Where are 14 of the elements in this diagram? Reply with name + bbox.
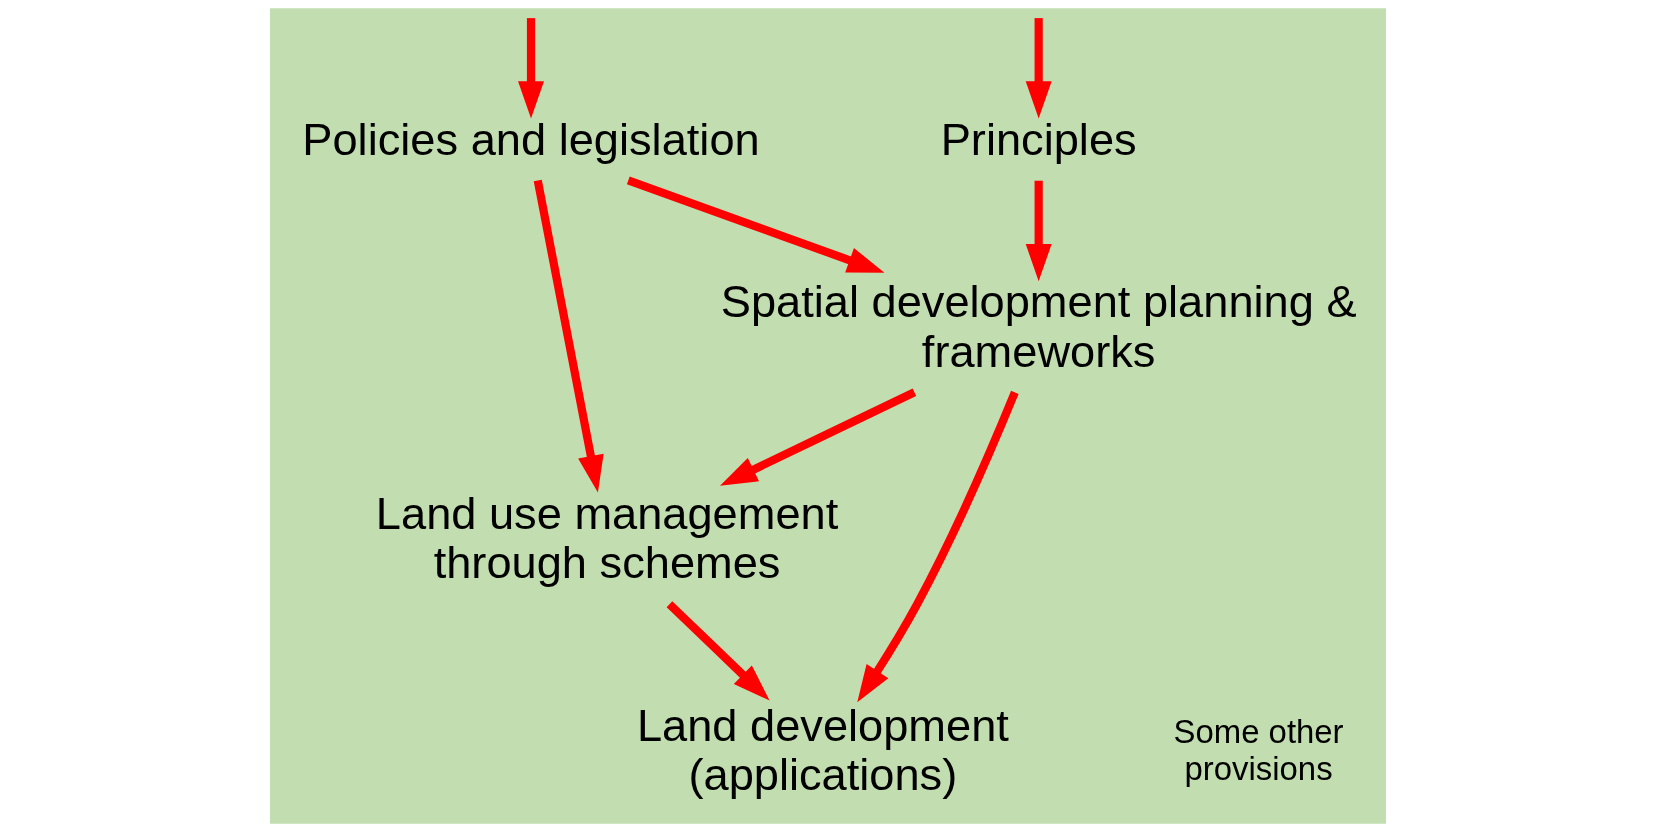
arrow: [1025, 180, 1052, 282]
arrow: [666, 601, 770, 701]
arrow: [856, 390, 1019, 703]
node-text: Spatial development planning & frameworks: [720, 276, 1357, 377]
label: Some other provisions: [1173, 713, 1344, 788]
arrow: [719, 388, 916, 486]
node-text: Land development (applications): [636, 699, 1009, 800]
arrow: [517, 18, 544, 119]
node-text: Land use management through schemes: [375, 487, 838, 589]
arrow: [533, 179, 604, 493]
arrow: [626, 176, 884, 273]
node-text: Policies and legislation: [301, 113, 760, 165]
node-text: Principles: [940, 113, 1137, 165]
arrow: [1025, 18, 1052, 119]
